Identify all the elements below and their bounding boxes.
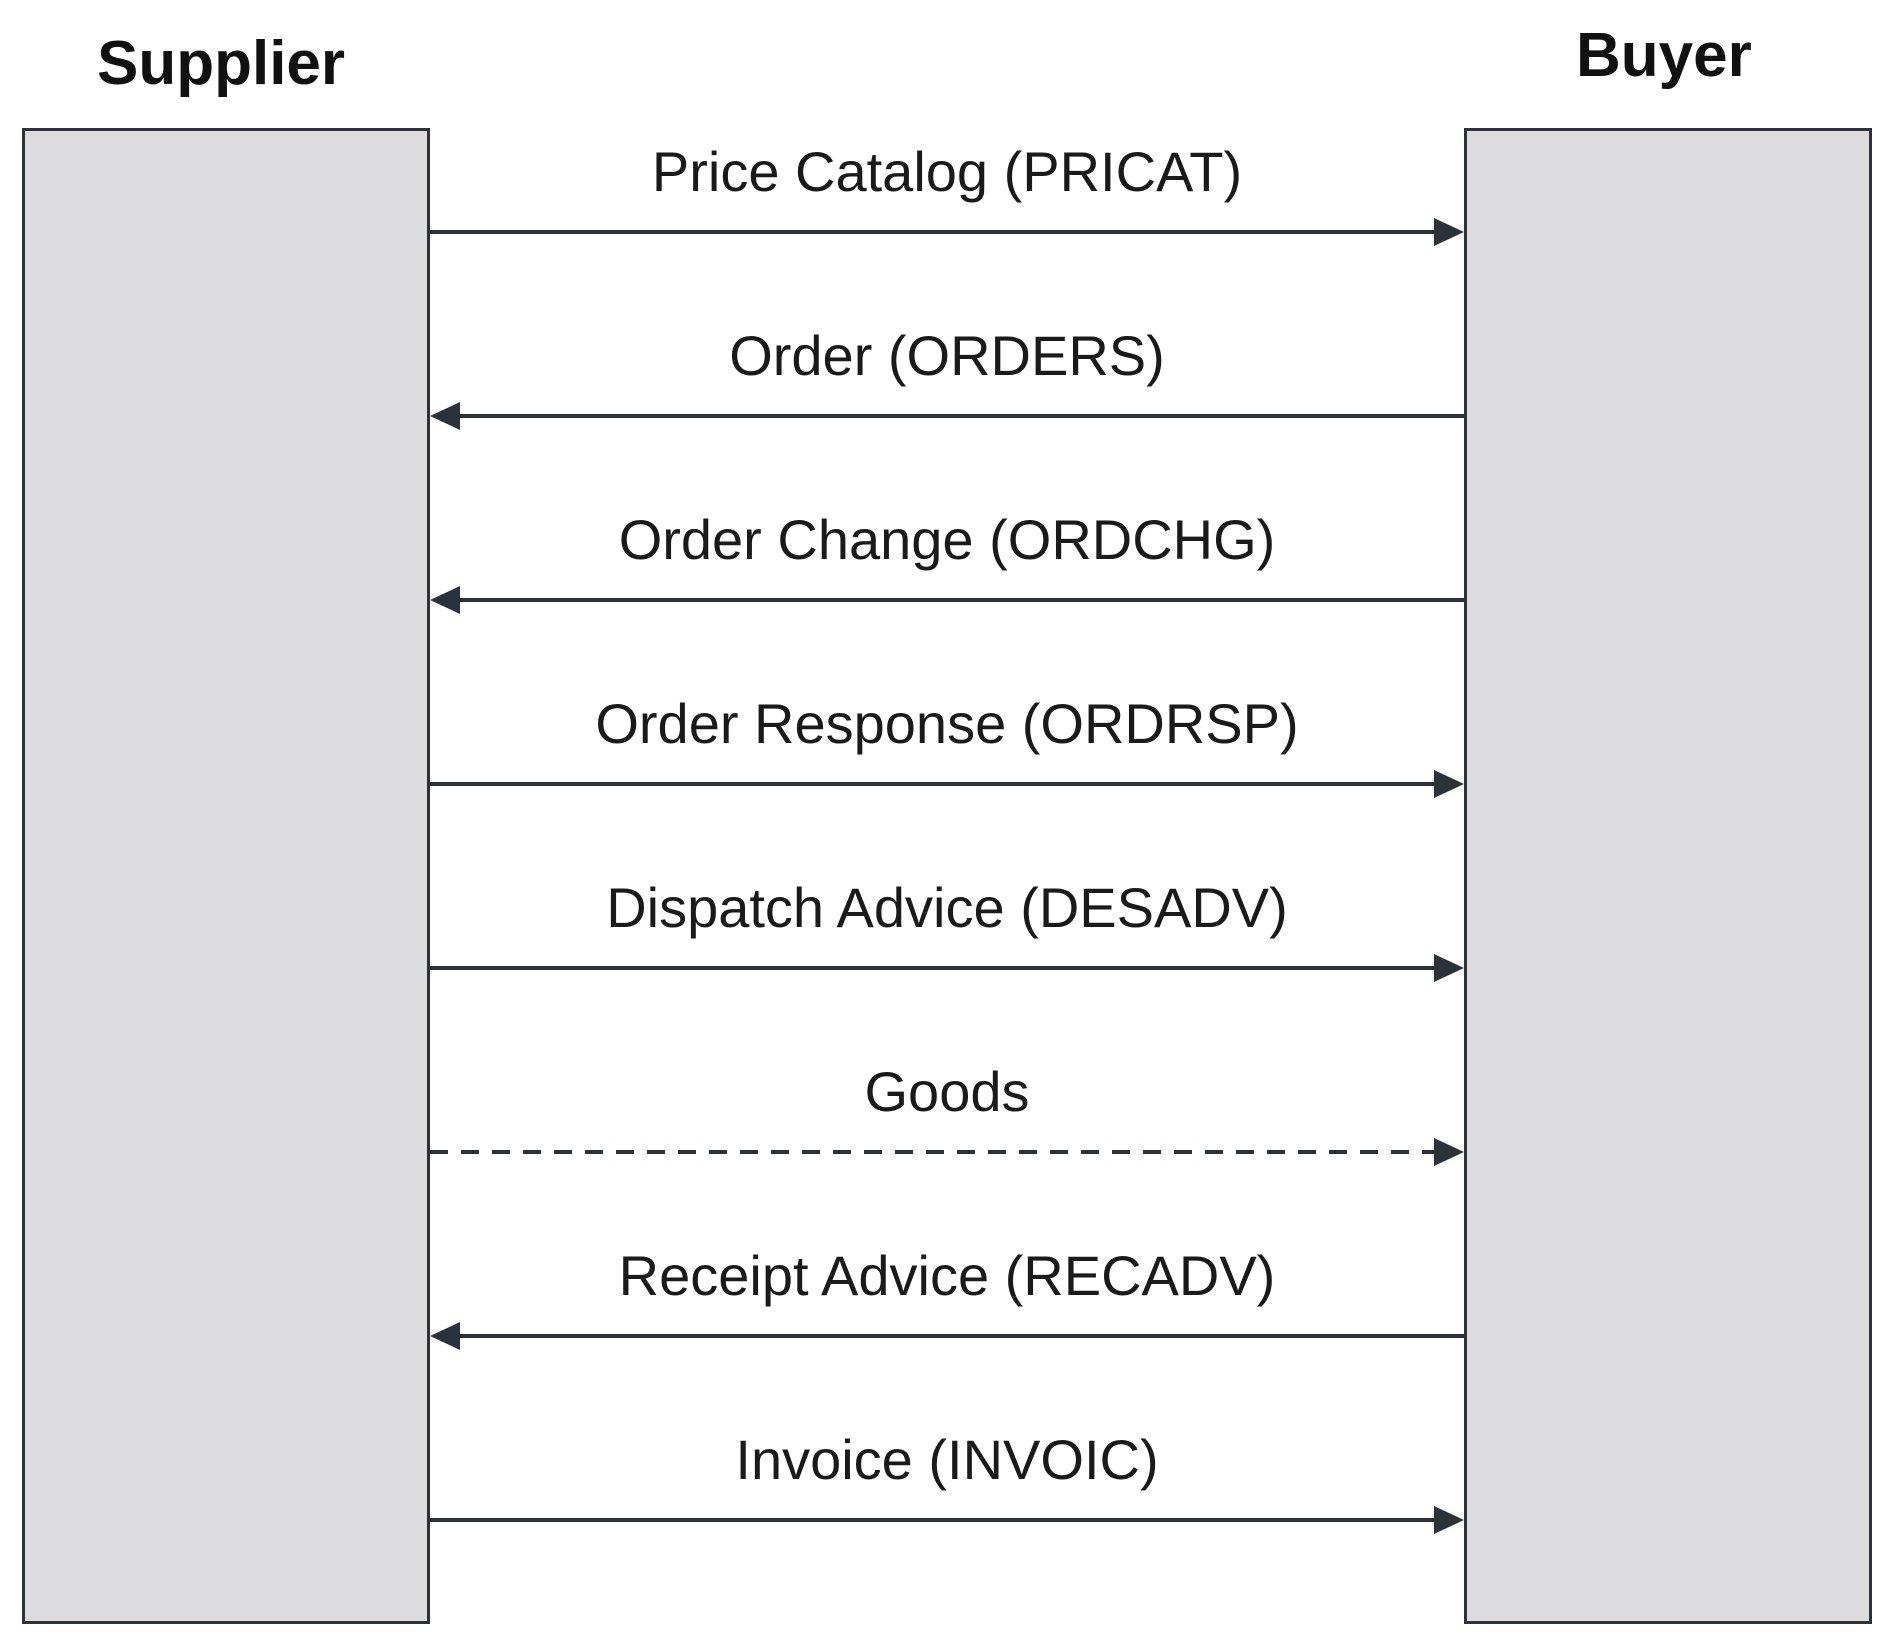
message-label: Price Catalog (PRICAT)	[651, 140, 1243, 203]
message-label: Order Response (ORDRSP)	[595, 692, 1299, 755]
arrowhead-left-icon	[430, 1322, 460, 1350]
arrowhead-left-icon	[430, 402, 460, 430]
arrowhead-left-icon	[430, 586, 460, 614]
buyer-lifeline-box	[1464, 128, 1872, 1624]
message-label: Order Change (ORDCHG)	[618, 508, 1276, 571]
message-label: Receipt Advice (RECADV)	[618, 1244, 1276, 1307]
arrowhead-right-icon	[1434, 770, 1464, 798]
supplier-lifeline-box	[22, 128, 430, 1624]
arrowhead-right-icon	[1434, 954, 1464, 982]
arrowhead-right-icon	[1434, 218, 1464, 246]
message-label: Order (ORDERS)	[729, 324, 1165, 387]
message-label: Dispatch Advice (DESADV)	[606, 876, 1288, 939]
arrowhead-right-icon	[1434, 1506, 1464, 1534]
message-label: Goods	[864, 1060, 1030, 1123]
message-label: Invoice (INVOIC)	[735, 1428, 1159, 1491]
buyer-title: Buyer	[1576, 21, 1752, 90]
arrowhead-right-icon	[1434, 1138, 1464, 1166]
supplier-title: Supplier	[97, 29, 346, 98]
